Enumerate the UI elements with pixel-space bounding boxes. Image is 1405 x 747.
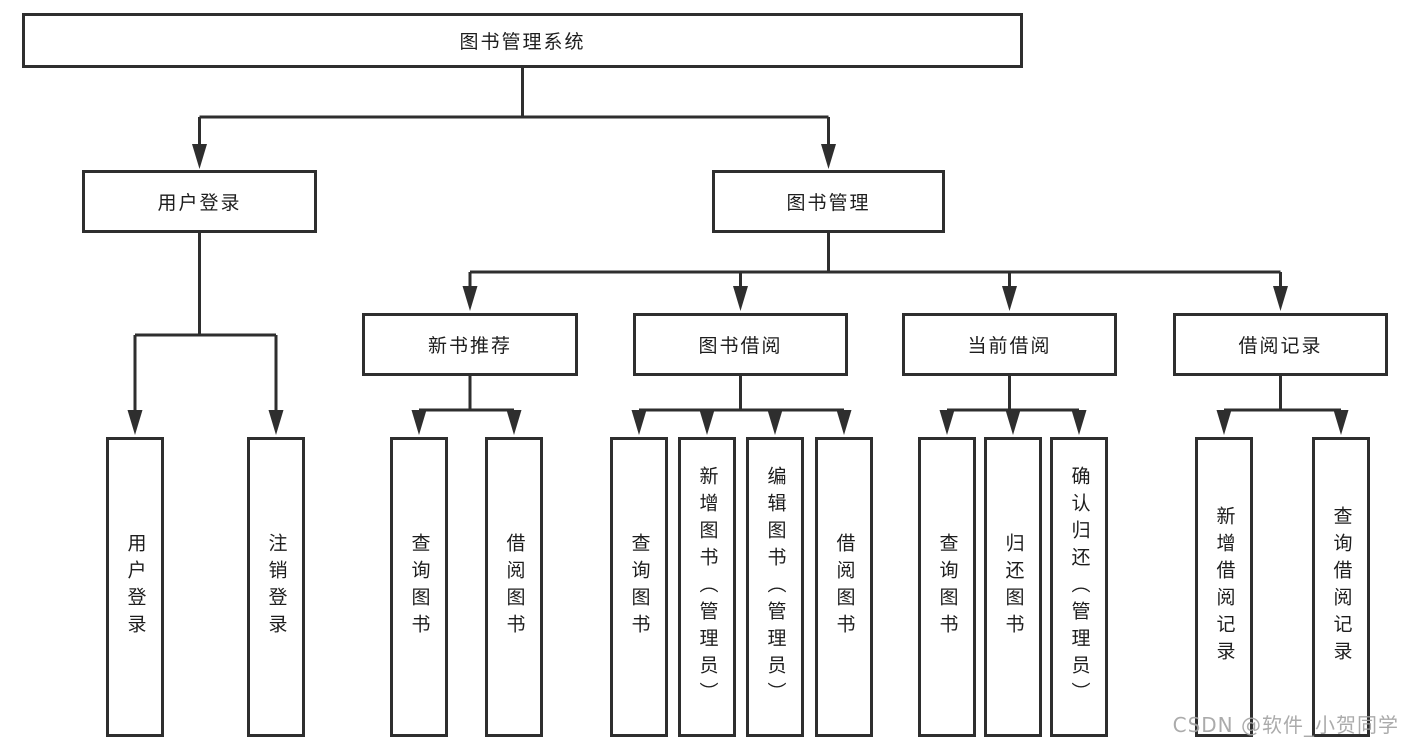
leaf-borrow-add-books-admin: 新增图书（管理员） [678, 437, 736, 737]
leaf-user-login: 用户登录 [106, 437, 164, 737]
leaf-logout: 注销登录 [247, 437, 305, 737]
node-book-borrowing: 图书借阅 [633, 313, 848, 376]
node-user-login: 用户登录 [82, 170, 317, 233]
leaf-recommend-query-books: 查询图书 [390, 437, 448, 737]
leaf-borrow-borrow-books: 借阅图书 [815, 437, 873, 737]
node-library-management-system: 图书管理系统 [22, 13, 1023, 68]
leaf-current-return-books: 归还图书 [984, 437, 1042, 737]
csdn-watermark: CSDN @软件_小贺同学 [1172, 713, 1399, 737]
node-borrowing-records: 借阅记录 [1173, 313, 1388, 376]
node-new-book-recommendation: 新书推荐 [362, 313, 578, 376]
leaf-current-confirm-return-admin: 确认归还（管理员） [1050, 437, 1108, 737]
leaf-records-add-borrow-record: 新增借阅记录 [1195, 437, 1253, 737]
leaf-current-query-books: 查询图书 [918, 437, 976, 737]
leaf-recommend-borrow-books: 借阅图书 [485, 437, 543, 737]
leaf-borrow-edit-books-admin: 编辑图书（管理员） [746, 437, 804, 737]
leaf-borrow-query-books: 查询图书 [610, 437, 668, 737]
node-current-borrowing: 当前借阅 [902, 313, 1117, 376]
node-book-management: 图书管理 [712, 170, 945, 233]
leaf-records-query-borrow-record: 查询借阅记录 [1312, 437, 1370, 737]
